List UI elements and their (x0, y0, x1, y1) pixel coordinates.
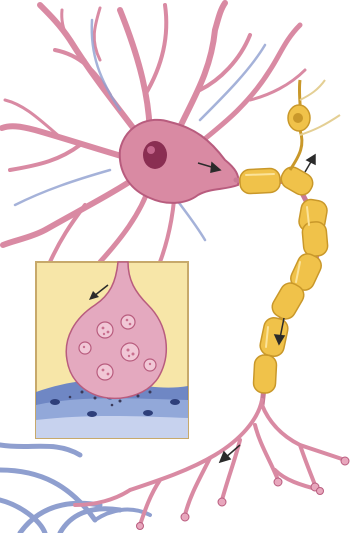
synapse-inset (36, 262, 188, 438)
nucleus (143, 141, 167, 169)
myelin-segment (253, 354, 277, 393)
nucleolus-highlight (147, 146, 155, 154)
myelin-segment (239, 168, 280, 194)
myelin-segment (302, 221, 329, 257)
